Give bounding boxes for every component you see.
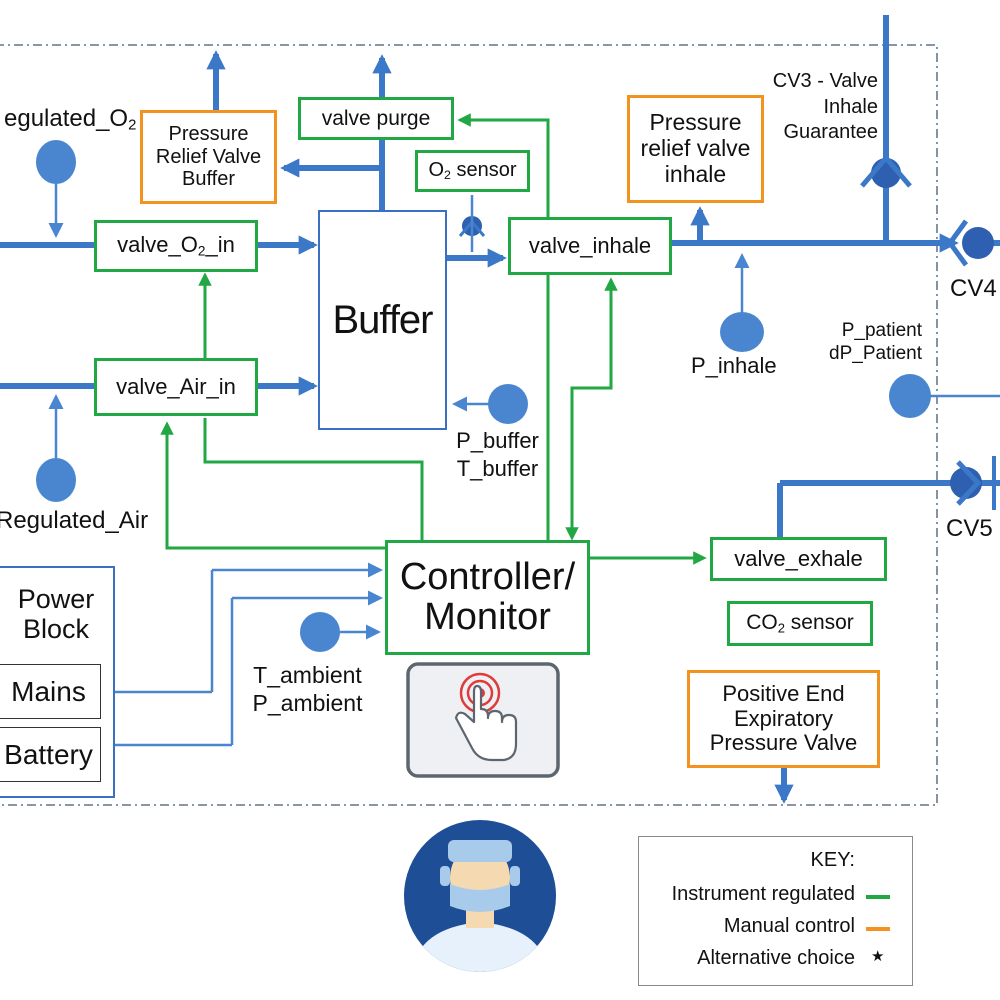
legend-box: KEY: Instrument regulated Manual control…	[638, 836, 913, 986]
legend-manual-marker	[866, 927, 890, 931]
pressure-relief-valve-buffer-box: Pressure Relief Valve Buffer	[140, 110, 277, 204]
legend-alternative-marker: ★	[871, 948, 885, 965]
valve-purge-box: valve purge	[298, 97, 454, 140]
legend-title: KEY:	[810, 849, 855, 871]
legend-item-label: Manual control	[723, 915, 855, 937]
battery-box: Battery	[0, 727, 101, 782]
regulated-o2-label: egulated_O2	[4, 105, 137, 134]
control-lines	[160, 113, 707, 565]
co2-sensor-box: CO2 sensor	[727, 601, 873, 646]
peep-valve-box: Positive End Expiratory Pressure Valve	[687, 670, 880, 768]
touch-screen-icon	[406, 662, 560, 778]
mains-box: Mains	[0, 664, 101, 719]
p-inhale-label: P_inhale	[691, 353, 777, 378]
legend-instrument-marker	[866, 895, 890, 899]
cv4-label: CV4	[950, 275, 997, 302]
sensor-connections	[48, 180, 1000, 747]
check-valve-cv5-icon	[950, 456, 996, 510]
check-valve-cv4-icon	[946, 219, 994, 267]
sensor-circles	[36, 140, 931, 652]
pressure-relief-valve-inhale-box: Pressure relief valve inhale	[627, 95, 764, 203]
valve-air-in-box: valve_Air_in	[94, 358, 258, 416]
valve-exhale-box: valve_exhale	[710, 537, 887, 581]
buffer-box: Buffer	[318, 210, 447, 430]
valve-inhale-box: valve_inhale	[508, 217, 672, 275]
controller-monitor-box: Controller/ Monitor	[385, 540, 590, 655]
o2-sensor-box: O2 sensor	[415, 150, 530, 192]
check-valve-cv3-icon	[860, 154, 912, 188]
operator-avatar-icon	[404, 820, 556, 972]
cv5-label: CV5	[946, 515, 993, 542]
valve-o2-in-box: valve_O2_in	[94, 220, 258, 272]
legend-item-label: Instrument regulated	[671, 883, 855, 905]
regulated-air-label: Regulated_Air	[0, 507, 149, 534]
system-boundary	[0, 44, 938, 806]
legend-item-label: Alternative choice	[697, 947, 855, 969]
